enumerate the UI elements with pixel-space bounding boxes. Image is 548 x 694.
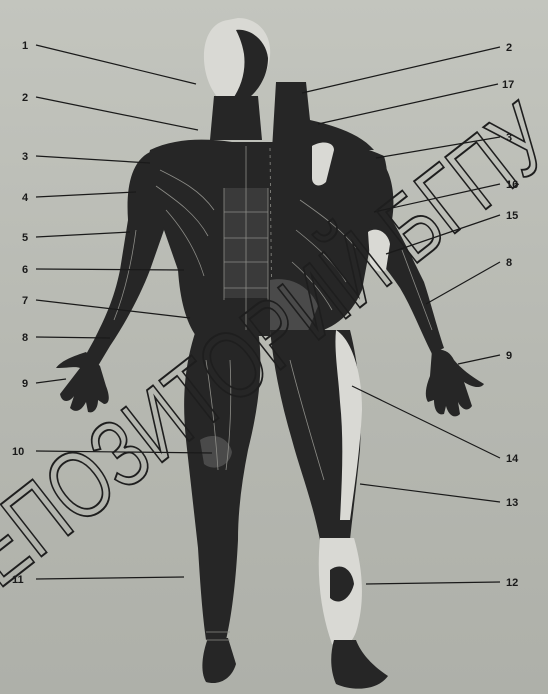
left-foot [202, 638, 236, 683]
leader-line-2-left [36, 97, 198, 130]
label-1-left: 1 [22, 40, 28, 52]
label-8-right: 8 [506, 257, 512, 269]
label-12-right: 12 [506, 577, 518, 589]
leader-line-13-right [360, 484, 500, 502]
leader-line-2-right [302, 47, 500, 93]
leader-line-6-left [36, 269, 184, 270]
label-9-left: 9 [22, 378, 28, 390]
neck [210, 96, 262, 140]
label-2-left: 2 [22, 92, 28, 104]
label-14-right: 14 [506, 453, 519, 465]
leader-line-12-right [366, 582, 500, 584]
leader-line-9-left [36, 379, 66, 383]
label-2-right: 2 [506, 42, 512, 54]
label-13-right: 13 [506, 497, 518, 509]
leader-line-1 [36, 45, 196, 84]
leader-line-5-left [36, 232, 130, 237]
right-foot [331, 640, 388, 689]
label-8-left: 8 [22, 332, 28, 344]
label-4-left: 4 [22, 192, 29, 204]
label-3-left: 3 [22, 151, 28, 163]
label-7-left: 7 [22, 295, 28, 307]
label-10-left: 10 [12, 446, 24, 458]
label-6-left: 6 [22, 264, 28, 276]
leader-line-14-right [352, 386, 500, 458]
leader-line-9-right [458, 355, 500, 364]
leader-line-3-left [36, 156, 150, 163]
leader-line-4-left [36, 192, 136, 197]
left-arm [84, 152, 164, 366]
trapezius [272, 82, 374, 150]
leader-line-11-left [36, 577, 184, 579]
right-hand [426, 349, 484, 416]
label-5-left: 5 [22, 232, 28, 244]
label-9-right: 9 [506, 350, 512, 362]
